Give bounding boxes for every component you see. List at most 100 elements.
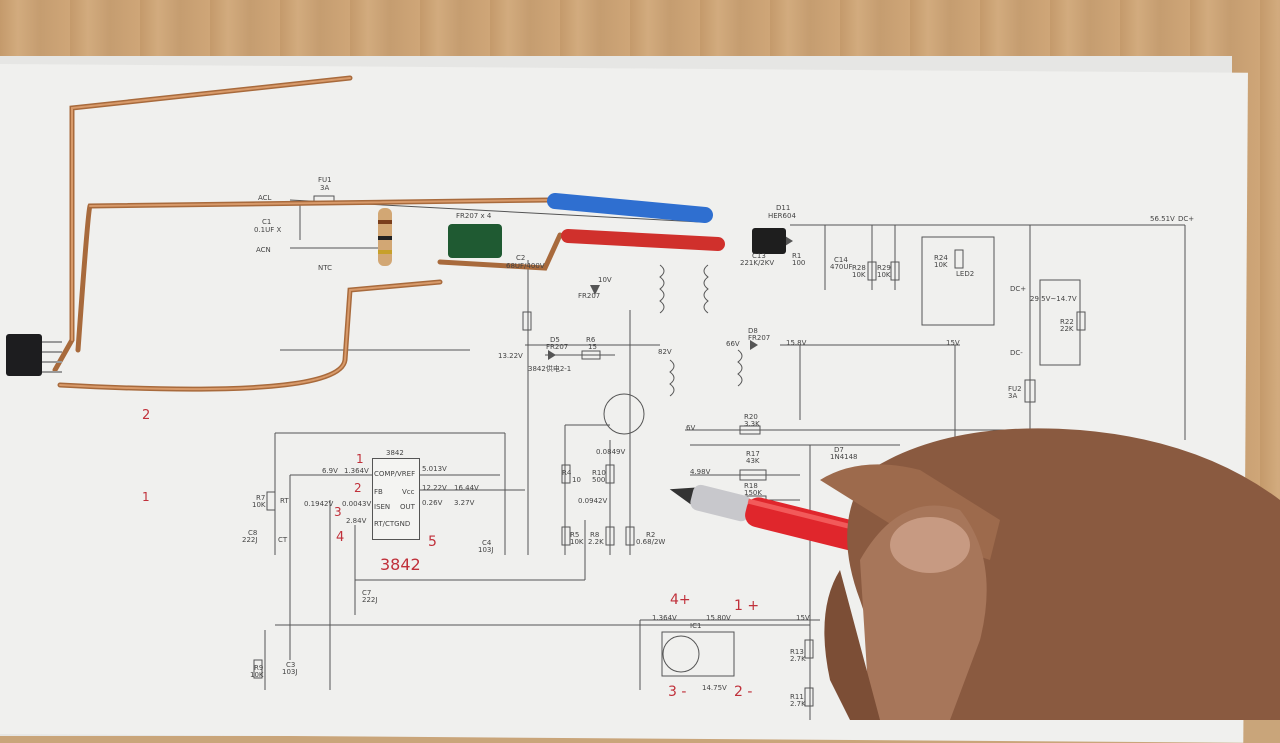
label-d5-part: FR207 [546, 343, 569, 351]
label-c2: C2 [516, 254, 526, 262]
label-5-013v: 5.013V [422, 465, 447, 473]
label-r5-value: 10K [570, 538, 584, 546]
label-12-22v: 12.22V [422, 484, 447, 492]
label-dc-minus: DC- [1010, 349, 1023, 357]
label-0-0942v: 0.0942V [578, 497, 608, 505]
label-d5: D5 [550, 336, 560, 344]
label-14-75v: 14.75V [702, 684, 727, 692]
label-6v: 6V [686, 424, 696, 432]
blue-wire [547, 193, 713, 223]
handwritten-pin-4: 4 [336, 530, 345, 545]
label-fu1-rating: 3A [320, 184, 330, 192]
label-d8-part: FR207 [748, 334, 771, 342]
label-r10-value: 500 [592, 476, 606, 484]
label-4-98v: 4.98V [690, 468, 711, 476]
label-15v-a: 15V [946, 339, 960, 347]
label-1-364v-ic1: 1.364V [652, 614, 677, 622]
label-r13: R13 [790, 648, 804, 656]
label-d7: D7 [834, 446, 844, 454]
label-fu2-value: 3A [1008, 392, 1018, 400]
label-dc-plus-top: DC+ [1178, 215, 1195, 223]
label-fu1: FU1 [318, 176, 332, 184]
label-c13-value: 221K/2KV [740, 259, 775, 267]
label-rt: RT [280, 497, 289, 505]
label-15-80v: 15.80V [706, 614, 731, 622]
label-r1-value: 100 [792, 259, 806, 267]
label-15-8v: 15.8V [786, 339, 807, 347]
label-led2: LED2 [956, 270, 975, 278]
handwritten-1: 1 [142, 490, 150, 504]
black-component [752, 228, 786, 254]
label-acl: ACL [258, 194, 272, 202]
label-dc-plus: DC+ [1010, 285, 1027, 293]
schematic-drawing [6, 75, 1280, 720]
label-3-27v: 3.27V [454, 499, 475, 507]
label-c8: C8 [248, 529, 258, 537]
label-r13-value: 2.7K [790, 655, 806, 663]
handwritten-pin-5: 5 [428, 534, 437, 550]
label-r2: R2 [646, 531, 656, 539]
label-ic1: IC1 [690, 622, 702, 630]
label-r1: R1 [792, 252, 802, 260]
label-15v-b: 15V [796, 614, 810, 622]
label-c1-value: 0.1UF X [254, 226, 282, 234]
label-r7: R7 [256, 494, 266, 502]
handwritten-3-minus: 3 - [668, 684, 687, 700]
ic-chip-dip [6, 334, 42, 376]
label-pin-vcc: Vcc [402, 488, 415, 496]
label-r9-value: 10K [250, 671, 264, 679]
label-10v: 10V [598, 276, 612, 284]
handwritten-pin-3: 3 [334, 505, 342, 519]
hand [820, 428, 1280, 720]
label-r18: R18 [744, 482, 758, 490]
label-r28: R28 [852, 264, 866, 272]
label-r29: R29 [877, 264, 891, 272]
label-0-0849v: 0.0849V [596, 448, 626, 456]
label-d11: D11 [776, 204, 791, 212]
label-r4: R4 [562, 469, 572, 477]
label-r10: R10 [592, 469, 606, 477]
label-her604: HER604 [768, 212, 796, 220]
label-r2-value: 0.68/2W [636, 538, 666, 546]
green-capacitor [448, 224, 502, 258]
label-pin-out: OUT [400, 503, 415, 511]
label-c13: C13 [752, 252, 766, 260]
label-ct: CT [278, 536, 288, 544]
label-0-1942v: 0.1942V [304, 500, 334, 508]
label-d7-part: 1N4148 [830, 453, 858, 461]
label-r22: R22 [1060, 318, 1074, 326]
label-pin-comp: COMP/VREF [374, 470, 416, 478]
label-r20: R20 [744, 413, 758, 421]
label-r22-value: 22K [1060, 325, 1074, 333]
label-0-0043v: 0.0043V [342, 500, 372, 508]
label-r29-value: 10K [877, 271, 891, 279]
handwritten-3842: 3842 [380, 555, 421, 574]
label-c1: C1 [262, 218, 272, 226]
label-r4-value: 10 [572, 476, 581, 484]
label-66v: 66V [726, 340, 740, 348]
label-c14: C14 [834, 256, 848, 264]
label-82v: 82V [658, 348, 672, 356]
label-r24-value: 10K [934, 261, 948, 269]
label-r17: R17 [746, 450, 760, 458]
label-c14-value: 470UF [830, 263, 853, 271]
label-r6: R6 [586, 336, 596, 344]
label-r20-value: 3.3K [744, 420, 760, 428]
label-r8: R8 [590, 531, 600, 539]
label-c7: C7 [362, 589, 372, 597]
label-0-26v: 0.26V [422, 499, 443, 507]
handwritten-1-plus: 1 + [734, 598, 760, 614]
label-3842-supply: 3842供电2-1 [528, 365, 572, 373]
label-r5: R5 [570, 531, 580, 539]
label-chip-name: 3842 [386, 449, 404, 457]
label-r7-value: 10K [252, 501, 266, 509]
label-r18-value: 150K [744, 489, 762, 497]
label-r11: R11 [790, 693, 804, 701]
label-fr207x4: FR207 x 4 [456, 212, 492, 220]
label-fu2: FU2 [1008, 385, 1022, 393]
label-fr207-d4: FR207 [578, 292, 601, 300]
label-2-84v: 2.84V [346, 517, 367, 525]
label-d8: D8 [748, 327, 758, 335]
label-c7-value: 222J [362, 596, 378, 604]
red-wire [561, 229, 725, 251]
